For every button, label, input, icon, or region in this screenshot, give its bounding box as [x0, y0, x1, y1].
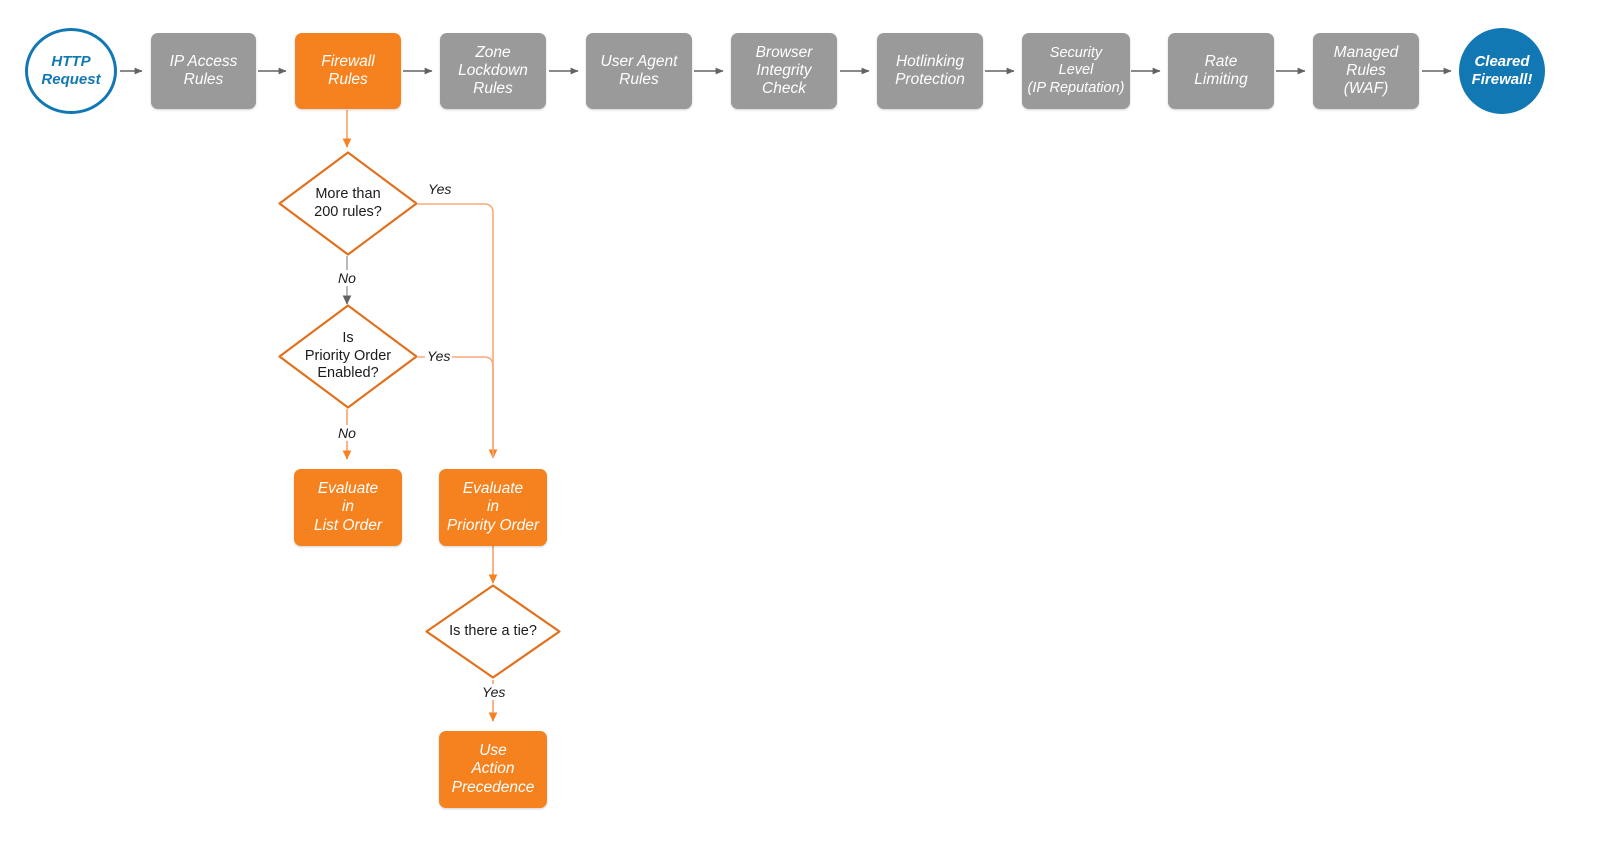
diamond-shape-icon — [278, 304, 418, 409]
edge-decision-priority-enabled-yes-to-priority-order — [418, 356, 494, 458]
node-evaluate-in-list-order[interactable]: Evaluate in List Order — [294, 469, 402, 546]
node-http-request[interactable]: HTTP Request — [25, 28, 117, 114]
node-use-action-precedence[interactable]: Use Action Precedence — [439, 731, 547, 808]
node-ip-access-rules[interactable]: IP Access Rules — [151, 33, 256, 109]
node-browser-integrity-check[interactable]: Browser Integrity Check — [731, 33, 837, 109]
diamond-shape-icon — [278, 151, 418, 256]
decision-more-than-200-rules[interactable]: More than 200 rules? — [277, 150, 419, 257]
diamond-shape-icon — [425, 584, 561, 679]
node-security-level[interactable]: Security Level (IP Reputation) — [1022, 33, 1130, 109]
decision-is-priority-order-enabled-label: Is Priority Order Enabled? — [304, 330, 392, 382]
edge-label-more-than-200-no: No — [336, 270, 358, 286]
edge-label-more-than-200-yes: Yes — [426, 181, 454, 197]
node-rate-limiting[interactable]: Rate Limiting — [1168, 33, 1274, 109]
edge-label-priority-order-no: No — [336, 425, 358, 441]
edge-label-priority-order-yes: Yes — [425, 348, 453, 364]
node-evaluate-in-priority-order[interactable]: Evaluate in Priority Order — [439, 469, 547, 546]
node-cleared-firewall[interactable]: Cleared Firewall! — [1459, 28, 1545, 114]
node-firewall-rules[interactable]: Firewall Rules — [295, 33, 401, 109]
edge-decision-200rules-yes-to-priority-order — [418, 203, 498, 459]
decision-is-there-a-tie[interactable]: Is there a tie? — [424, 583, 562, 680]
node-hotlinking-protection[interactable]: Hotlinking Protection — [877, 33, 983, 109]
edge-label-tie-yes: Yes — [480, 684, 508, 700]
decision-more-than-200-rules-label: More than 200 rules? — [314, 186, 382, 220]
node-managed-rules-waf[interactable]: Managed Rules (WAF) — [1313, 33, 1419, 109]
decision-is-priority-order-enabled[interactable]: Is Priority Order Enabled? — [277, 303, 419, 410]
node-user-agent-rules[interactable]: User Agent Rules — [586, 33, 692, 109]
decision-is-there-a-tie-label: Is there a tie? — [449, 622, 537, 639]
node-zone-lockdown-rules[interactable]: Zone Lockdown Rules — [440, 33, 546, 109]
